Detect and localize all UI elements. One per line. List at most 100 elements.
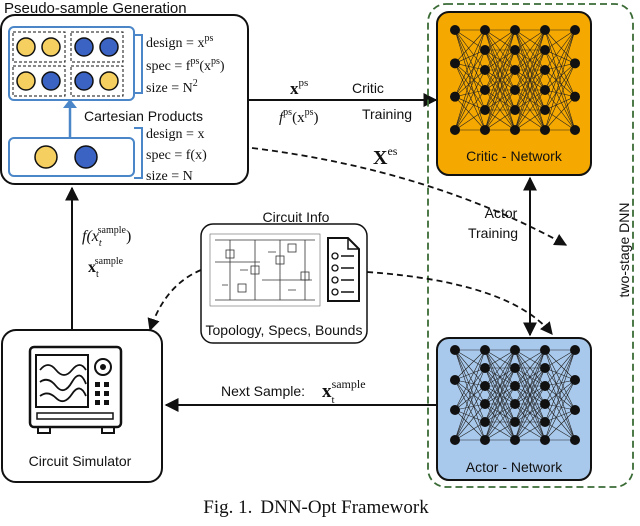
network-node <box>480 25 490 35</box>
network-edge <box>514 29 546 71</box>
network-edge <box>484 421 516 441</box>
dot-group-blue-top <box>70 31 124 63</box>
network-edge <box>484 385 516 441</box>
network-edge <box>454 29 486 64</box>
bottom-bracket <box>134 127 143 179</box>
network-edge <box>544 29 576 97</box>
network-edge <box>514 385 546 441</box>
network-edge <box>454 49 486 64</box>
blue-dot <box>74 71 94 91</box>
network-edge <box>454 379 486 405</box>
network-edge <box>544 63 576 91</box>
network-edge <box>484 29 516 51</box>
network-edge <box>454 63 486 111</box>
two-stage-dnn-frame <box>427 3 634 488</box>
network-node <box>480 45 490 55</box>
next-sample-label: Next Sample: <box>221 383 305 399</box>
network-node <box>540 345 550 355</box>
circuit-info-caption: Topology, Specs, Bounds <box>206 322 363 338</box>
network-edge <box>484 89 516 131</box>
network-edge <box>544 409 576 423</box>
network-edge <box>544 29 576 64</box>
network-node <box>570 25 580 35</box>
size-ps-eq: size = N2 <box>146 78 198 96</box>
network-edge <box>484 349 516 405</box>
network-edge <box>544 49 576 97</box>
base-size-eq: size = N <box>146 169 193 184</box>
circuit-info-box <box>200 223 368 344</box>
network-edge <box>454 385 486 411</box>
dot-group-yellow-bottom <box>12 65 66 97</box>
network-edge <box>454 379 486 387</box>
network-edge <box>454 29 486 97</box>
yellow-dot <box>16 37 36 57</box>
actor-training-line1: Actor <box>485 205 518 221</box>
network-edge <box>544 379 576 405</box>
figure-number: Fig. 1. <box>203 497 253 518</box>
network-edge <box>484 367 516 441</box>
network-node <box>450 125 460 135</box>
network-node <box>510 105 520 115</box>
left-arrow-f-label: f(xtsample) <box>82 225 131 249</box>
network-node <box>510 125 520 135</box>
pseudo-sample-frame <box>8 26 135 101</box>
network-edge <box>484 29 516 111</box>
network-edge <box>454 49 486 97</box>
network-node <box>540 85 550 95</box>
network-node <box>510 345 520 355</box>
network-node <box>540 45 550 55</box>
network-node <box>570 58 580 69</box>
network-node <box>510 363 520 373</box>
network-edge <box>514 29 546 111</box>
network-edge <box>454 409 486 441</box>
simulator-label: Circuit Simulator <box>29 453 132 469</box>
base-design-eq: design = x <box>146 127 204 142</box>
network-edge <box>454 367 486 381</box>
network-edge <box>454 349 486 441</box>
network-node <box>540 105 550 115</box>
oscilloscope-icon <box>28 345 123 434</box>
network-edge <box>514 349 546 423</box>
network-edge <box>544 349 576 381</box>
network-edge <box>544 349 576 441</box>
network-node <box>570 405 580 415</box>
network-edge <box>454 69 486 131</box>
blue-dot <box>99 37 119 57</box>
circuit-info-title: Circuit Info <box>263 209 330 225</box>
actor-network-box <box>436 337 592 481</box>
network-node <box>540 363 550 373</box>
network-node <box>540 125 550 135</box>
network-edge <box>514 349 546 405</box>
actor-network-label: Actor - Network <box>466 459 563 475</box>
network-edge <box>514 349 546 387</box>
network-edge <box>484 29 516 91</box>
network-edge <box>514 109 546 131</box>
network-edge <box>544 367 576 381</box>
network-node <box>510 85 520 95</box>
network-node <box>450 375 460 385</box>
dots-top <box>16 37 119 91</box>
network-edge <box>454 367 486 411</box>
network-edge <box>544 29 576 91</box>
network-edge <box>544 409 576 441</box>
network-edge <box>544 63 576 111</box>
network-node <box>510 65 520 75</box>
dot-group-mixed-bottom <box>70 65 124 97</box>
actor-network-graph <box>450 345 580 445</box>
network-edge <box>544 89 576 97</box>
figure-caption: Fig. 1.DNN-Opt Framework <box>0 497 640 519</box>
critic-arrow-x-label: xps <box>290 77 308 98</box>
network-edge <box>454 89 486 97</box>
network-node <box>480 381 490 391</box>
network-edge <box>454 63 486 71</box>
network-node <box>540 25 550 35</box>
network-node <box>510 25 520 35</box>
network-node <box>480 417 490 427</box>
network-node <box>510 45 520 55</box>
network-edge <box>514 29 546 51</box>
network-edge <box>544 69 576 97</box>
network-edge <box>484 49 516 131</box>
network-node <box>570 345 580 355</box>
network-edge <box>454 29 486 131</box>
